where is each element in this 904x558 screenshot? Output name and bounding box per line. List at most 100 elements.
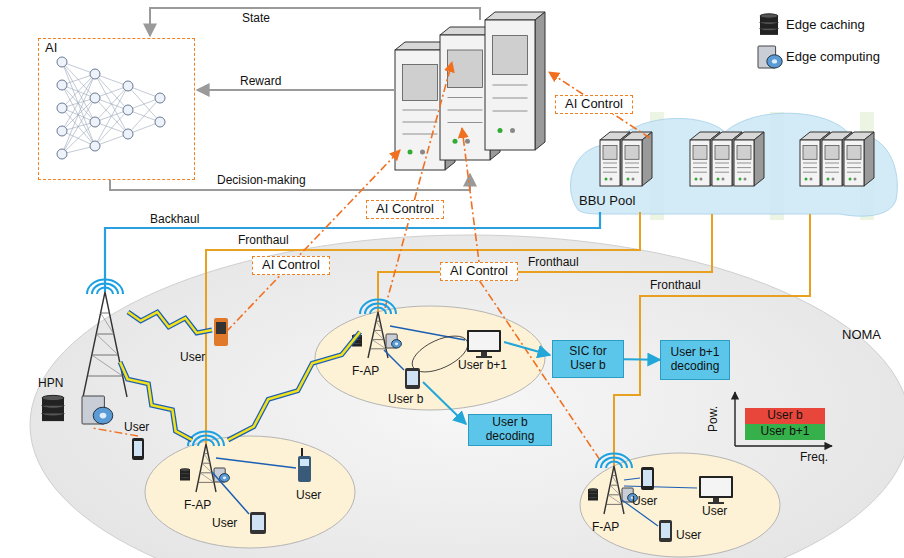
process-box: User b+1 decoding: [660, 340, 730, 380]
server-slot: [847, 167, 861, 168]
server-slot: [803, 163, 817, 164]
server-front: [622, 140, 642, 186]
tower-strut: [374, 330, 382, 331]
cache-icon: [760, 14, 778, 18]
ai-control-box: AI Control: [440, 262, 518, 281]
server-panel: [448, 50, 483, 88]
server-slot: [847, 163, 861, 164]
label: State: [240, 11, 272, 25]
radio-wave: [365, 304, 391, 314]
label: User b+1: [458, 358, 507, 372]
compute-icon: [395, 342, 398, 345]
nn-neuron: [90, 141, 100, 151]
server-led: [510, 128, 515, 133]
nn-neuron: [155, 117, 165, 127]
server-led: [717, 178, 720, 181]
compute-icon: [392, 340, 402, 348]
nn-neuron: [123, 81, 133, 91]
tower-leg: [196, 444, 216, 492]
label: F-AP: [184, 498, 211, 512]
tower-strut: [372, 339, 384, 340]
label: Fronthaul: [238, 233, 289, 247]
signal-arrow: [423, 382, 466, 424]
server-led: [827, 178, 830, 181]
server-front: [800, 140, 820, 186]
freq-axis: [735, 445, 832, 446]
server-led: [610, 178, 613, 181]
bbu-cloud: [570, 113, 897, 216]
phone-screen: [252, 515, 264, 530]
monitor-stand: [713, 498, 719, 502]
label: HPN: [38, 376, 63, 390]
cache-icon: [42, 395, 64, 400]
phone-icon: [250, 512, 266, 534]
compute-icon: [100, 413, 107, 419]
phone-screen: [134, 441, 142, 456]
label: Freq.: [800, 450, 828, 464]
server-slot: [448, 110, 483, 111]
nn-link: [62, 122, 95, 154]
server-led: [832, 178, 835, 181]
server-side: [535, 12, 545, 150]
nn-neuron: [90, 93, 100, 103]
tower-leg: [83, 292, 127, 397]
ai-agent-box: AI: [38, 38, 195, 180]
label: Fronthaul: [650, 278, 701, 292]
monitor-stand: [476, 356, 492, 358]
tower-strut: [101, 313, 114, 334]
label: Reward: [238, 74, 283, 88]
server-slot: [603, 167, 617, 168]
flow-arrow: [624, 358, 660, 360]
label: User: [212, 516, 237, 530]
fronthaul-line: [614, 214, 810, 466]
label: NOMA: [842, 328, 881, 342]
server-front: [395, 50, 445, 170]
tower-strut: [200, 473, 214, 483]
server-led: [695, 178, 698, 181]
radio-wave: [92, 284, 118, 294]
label: User: [676, 528, 701, 542]
tower-strut: [202, 463, 210, 464]
server-side: [864, 132, 874, 186]
tower-strut: [610, 485, 620, 495]
server-slot: [603, 172, 617, 173]
tower-strut: [96, 334, 118, 355]
server-front: [734, 140, 754, 186]
server-slot: [493, 111, 528, 112]
node-text: AI: [45, 41, 57, 56]
label: Decision-making: [215, 173, 308, 187]
nn-link: [62, 62, 95, 122]
nn-link: [62, 85, 95, 122]
tower-strut: [612, 476, 618, 486]
server-led: [700, 178, 703, 181]
fap-cell: [315, 306, 545, 410]
tower-strut: [202, 463, 212, 473]
coverage-area: [30, 235, 904, 558]
fap-cell: [145, 436, 355, 548]
server-panel: [625, 146, 639, 160]
nn-link: [95, 110, 128, 146]
server-slot: [448, 122, 483, 123]
tower-strut: [92, 355, 118, 356]
decision-arrow: [110, 174, 470, 190]
monitor-stand: [708, 502, 724, 504]
server-led: [465, 139, 470, 144]
backhaul-line: [105, 212, 600, 292]
nn-neuron: [57, 149, 67, 159]
server-side: [642, 132, 652, 186]
label: User: [180, 350, 205, 364]
server-slot: [693, 172, 707, 173]
ai-control-box: AI Control: [252, 256, 330, 275]
power-bar: User b: [745, 408, 825, 424]
tower-strut: [200, 472, 212, 473]
server-slot: [715, 172, 729, 173]
radio-wave: [193, 436, 219, 446]
server-led: [744, 178, 747, 181]
tower-strut: [96, 334, 114, 335]
server-led: [408, 150, 413, 155]
nn-neuron: [57, 103, 67, 113]
node-text: User b: [767, 409, 802, 423]
server-led: [498, 128, 503, 133]
node-text: BBU Pool: [579, 194, 635, 209]
